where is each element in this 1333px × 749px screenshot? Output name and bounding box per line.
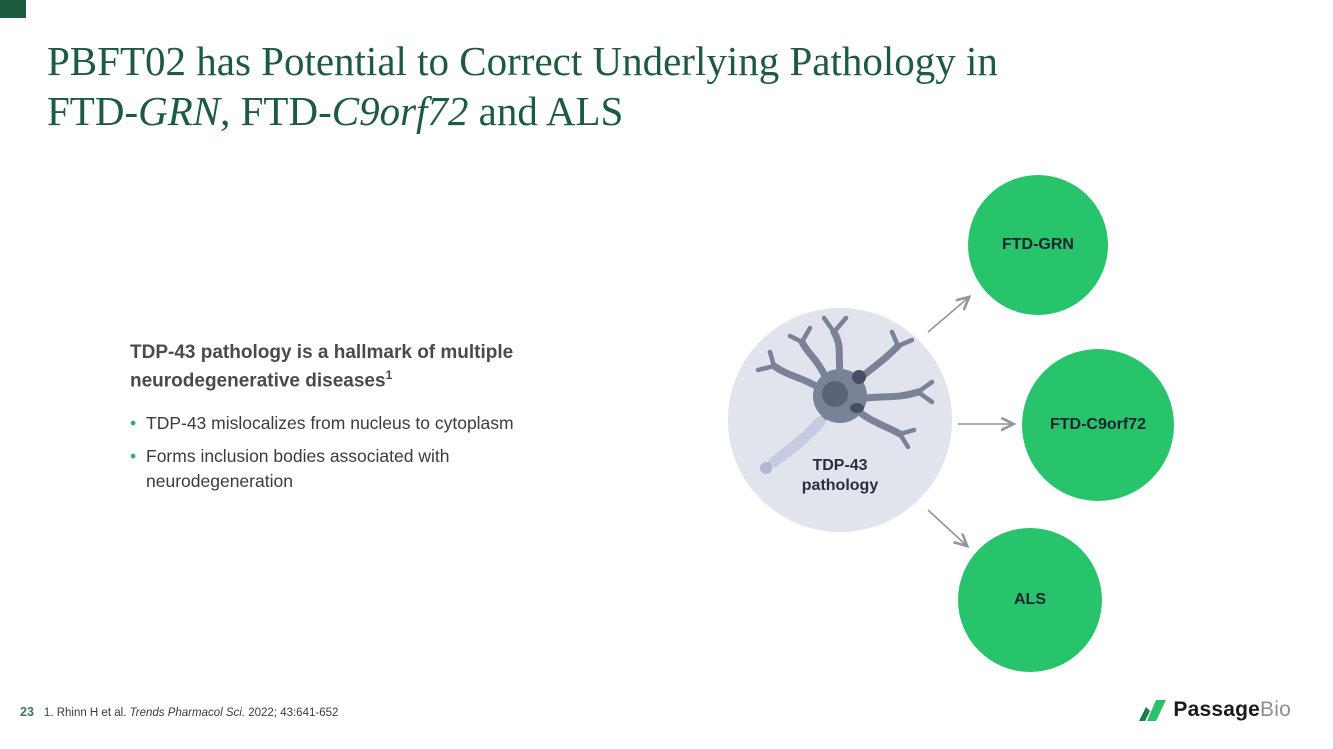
page-number: 23 bbox=[20, 705, 34, 719]
node-ftd-grn: FTD-GRN bbox=[968, 175, 1108, 315]
passage-bio-logo: PassageBio bbox=[1137, 696, 1291, 723]
logo-text: PassageBio bbox=[1173, 697, 1291, 721]
body-heading: TDP-43 pathology is a hallmark of multip… bbox=[130, 342, 514, 392]
title-line1: PBFT02 has Potential to Correct Underlyi… bbox=[47, 38, 998, 84]
footnote-marker: 1 bbox=[385, 367, 393, 382]
bullet-icon: • bbox=[130, 445, 137, 466]
arrow-connectors bbox=[927, 160, 1260, 705]
list-item: • TDP-43 mislocalizes from nucleus to cy… bbox=[130, 411, 522, 436]
hub-label: TDP-43 pathology bbox=[801, 457, 879, 494]
corner-accent bbox=[0, 0, 26, 18]
logo-mark-icon bbox=[1139, 700, 1167, 721]
arrow-to-ftd-grn bbox=[927, 298, 968, 333]
citation: 1. Rhinn H et al. Trends Pharmacol Sci. … bbox=[43, 707, 339, 719]
bullet-text: TDP-43 mislocalizes from nucleus to cyto… bbox=[146, 413, 514, 434]
slide-title: PBFT02 has Potential to Correct Underlyi… bbox=[47, 36, 1227, 136]
body-text-block: TDP-43 pathology is a hallmark of multip… bbox=[130, 340, 590, 501]
bullet-list: • TDP-43 mislocalizes from nucleus to cy… bbox=[130, 411, 522, 494]
arrow-to-als bbox=[927, 509, 966, 545]
footer: 23 1. Rhinn H et al. Trends Pharmacol Sc… bbox=[20, 705, 338, 719]
tdp43-hub-circle: TDP-43 pathology bbox=[728, 308, 952, 532]
node-label: FTD-GRN bbox=[1002, 236, 1074, 253]
node-ftd-c9orf72: FTD-C9orf72 bbox=[1022, 349, 1174, 501]
title-line2: FTD-GRN, FTD-C9orf72 and ALS bbox=[47, 88, 624, 135]
node-als: ALS bbox=[958, 528, 1102, 672]
node-label: ALS bbox=[1014, 591, 1046, 608]
pathology-diagram: TDP-43 pathology FTD-GRN FTD-C9orf72 ALS bbox=[700, 160, 1260, 705]
list-item: • Forms inclusion bodies associated with… bbox=[130, 444, 522, 495]
node-label: FTD-C9orf72 bbox=[1049, 416, 1146, 433]
neuron-illustration bbox=[755, 315, 935, 474]
bullet-text: Forms inclusion bodies associated with n… bbox=[146, 445, 450, 492]
bullet-icon: • bbox=[130, 413, 137, 434]
